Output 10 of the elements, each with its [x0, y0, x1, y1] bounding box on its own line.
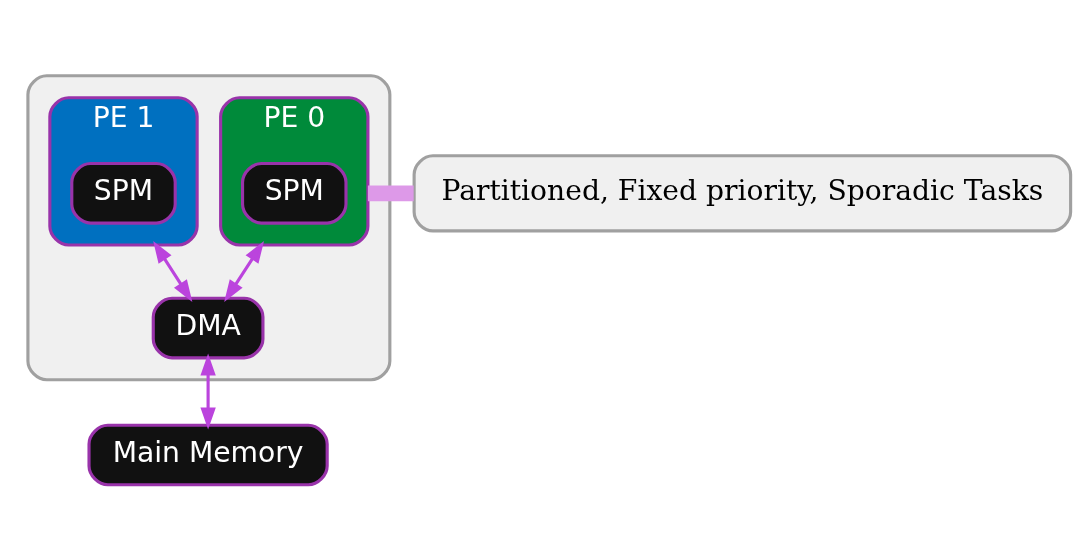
node-box: SPM — [241, 161, 348, 225]
node-box: DMA — [151, 296, 265, 359]
arrow — [200, 353, 216, 430]
cluster — [26, 73, 392, 381]
node-box: Main Memory — [87, 423, 329, 486]
connector — [367, 184, 414, 201]
node-box: SPM — [70, 161, 177, 225]
arrow — [153, 240, 193, 302]
node-box: Partitioned, Fixed priority, Sporadic Tasks — [412, 153, 1073, 232]
arrow — [224, 240, 265, 302]
